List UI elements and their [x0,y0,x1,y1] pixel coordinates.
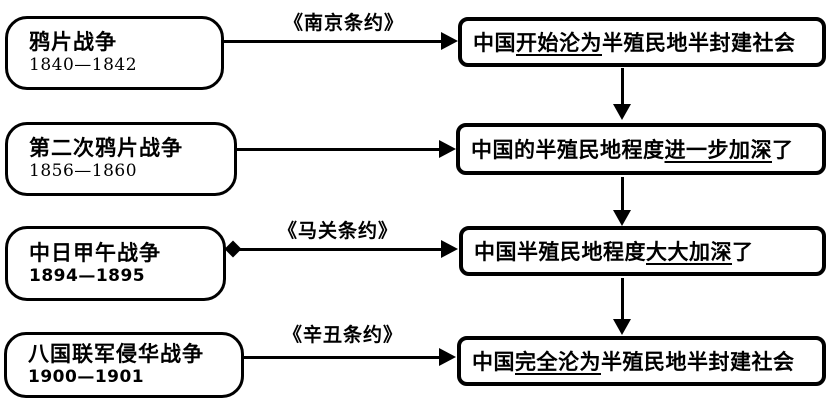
war-box-sino-japanese-war: 中日甲午战争 1894—1895 [5,226,226,301]
result-text-prefix: 中国 [473,31,516,55]
arrow-line [621,278,624,319]
war-box-opium-war: 鸦片战争 1840—1842 [5,16,224,90]
right-arrow-head-icon [439,140,456,158]
war-years: 1894—1895 [29,265,146,286]
treaty-label-nanjing: 《南京条约》 [283,12,404,34]
war-title: 第二次鸦片战争 [29,136,183,161]
result-box-3: 中国半殖民地程度大大加深了 [459,226,826,276]
result-text-underlined: 大大加深 [646,240,732,264]
arrow-line [234,248,442,251]
result-text-underlined: 完全沦为 [515,350,601,374]
down-arrow-head-icon [613,210,631,226]
arrow-line [224,40,443,43]
arrow-line [236,148,439,151]
war-title: 鸦片战争 [29,30,117,55]
result-box-1: 中国开始沦为半殖民地半封建社会 [458,17,826,67]
down-arrow-head-icon [613,319,631,335]
right-arrow-head-icon [441,32,458,50]
right-arrow-head-icon [439,348,456,366]
war-years: 1856—1860 [29,161,138,182]
down-arrow-head-icon [613,104,631,120]
war-years: 1840—1842 [29,55,138,76]
war-years: 1900—1901 [28,367,145,388]
result-text-suffix: 了 [772,138,794,162]
result-text-suffix: 半殖民地半封建社会 [601,350,795,374]
result-text-suffix: 半殖民地半封建社会 [602,31,796,55]
arrow-line [621,68,624,105]
war-title: 中日甲午战争 [29,240,161,265]
result-text-underlined: 开始沦为 [516,31,602,55]
result-box-4: 中国完全沦为半殖民地半封建社会 [457,336,826,386]
result-text-prefix: 中国半殖民地程度 [474,240,646,264]
treaty-label-xinchou: 《辛丑条约》 [282,324,403,346]
war-box-eight-nation-alliance: 八国联军侵华战争 1900—1901 [4,332,244,398]
result-text-suffix: 了 [732,240,754,264]
result-text-prefix: 中国的半殖民地程度 [471,138,665,162]
right-arrow-head-icon [441,240,458,258]
war-box-second-opium-war: 第二次鸦片战争 1856—1860 [5,122,237,196]
result-box-2: 中国的半殖民地程度进一步加深了 [456,123,826,175]
treaty-label-shimonoseki: 《马关条约》 [277,220,398,242]
arrow-line [243,356,440,359]
war-title: 八国联军侵华战争 [28,342,204,367]
result-text-prefix: 中国 [472,350,515,374]
arrow-line [621,177,624,210]
result-text-underlined: 进一步加深 [664,138,772,162]
